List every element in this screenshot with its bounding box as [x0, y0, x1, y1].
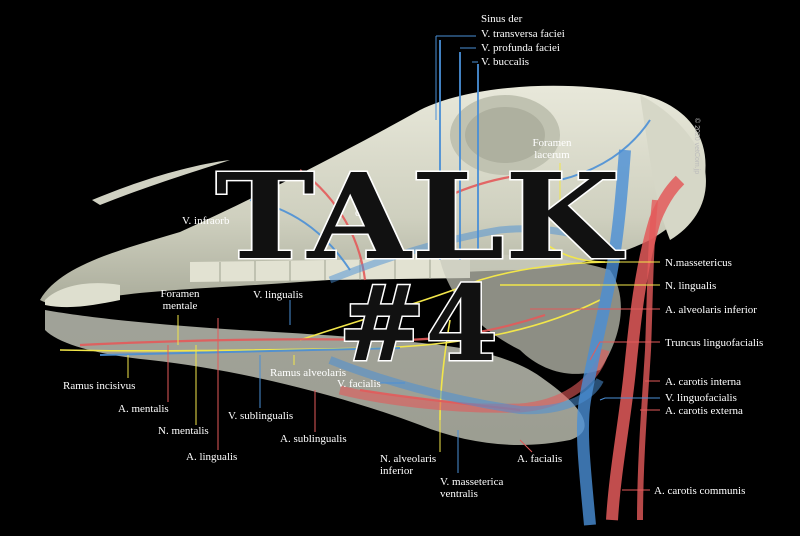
incisors	[45, 283, 120, 308]
label-v-buccalis: V. buccalis	[481, 56, 530, 68]
label-a-carotis-communis: A. carotis communis	[654, 485, 746, 497]
label-ramus-alveolaris: Ramus alveolaris	[270, 367, 347, 379]
label-v-transversa-faciei: V. transversa faciei	[481, 28, 565, 40]
label-v-lingualis: V. lingualis	[253, 289, 303, 301]
label-v-profunda-faciei: V. profunda faciei	[481, 42, 560, 54]
label-n-mentalis: N. mentalis	[158, 425, 209, 437]
label-a-lingualis: A. lingualis	[186, 451, 238, 463]
a-carotis-communis	[606, 175, 685, 521]
label-foramen-lacerum: Foramen lacerum	[532, 137, 572, 161]
mandible	[45, 310, 585, 445]
label-ramus-incisivus: Ramus incisivus	[63, 380, 136, 392]
label-n-massetericus: N.massetericus	[665, 257, 732, 269]
label-n-alveolaris-inferior: N. alveolaris inferior	[380, 453, 437, 477]
label-v-facialis: V. facialis	[337, 378, 381, 390]
label-v-masseterica-ventralis: V. masseterica ventralis	[440, 476, 504, 500]
label-a-mentalis: A. mentalis	[118, 403, 169, 415]
label-v-infraorbitalis: V. infraorb	[182, 215, 230, 227]
nasal-spine	[92, 160, 230, 205]
label-a-facialis: A. facialis	[517, 453, 563, 465]
label-truncus-linguofacialis: Truncus linguofacialis	[665, 337, 764, 349]
label-v-sublingualis: V. sublingualis	[228, 410, 294, 422]
upper-teeth	[190, 258, 470, 282]
label-a-sublingualis: A. sublingualis	[280, 433, 347, 445]
label-v-linguofacialis: V. linguofacialis	[665, 392, 737, 404]
label-a-carotis-externa: A. carotis externa	[665, 405, 743, 417]
label-buccalis-fragment: ccalis	[355, 207, 381, 219]
label-a-carotis-interna: A. carotis interna	[665, 376, 742, 388]
copyright-credit: © 2020 vetCom.jp	[693, 118, 700, 175]
label-a-alveolaris-inferior: A. alveolaris inferior	[665, 304, 757, 316]
v-linguofacialis	[576, 149, 631, 526]
label-sinus: Sinus der	[481, 13, 523, 25]
label-foramen-mentale: Foramen mentale	[160, 288, 200, 312]
label-n-lingualis: N. lingualis	[665, 280, 717, 292]
